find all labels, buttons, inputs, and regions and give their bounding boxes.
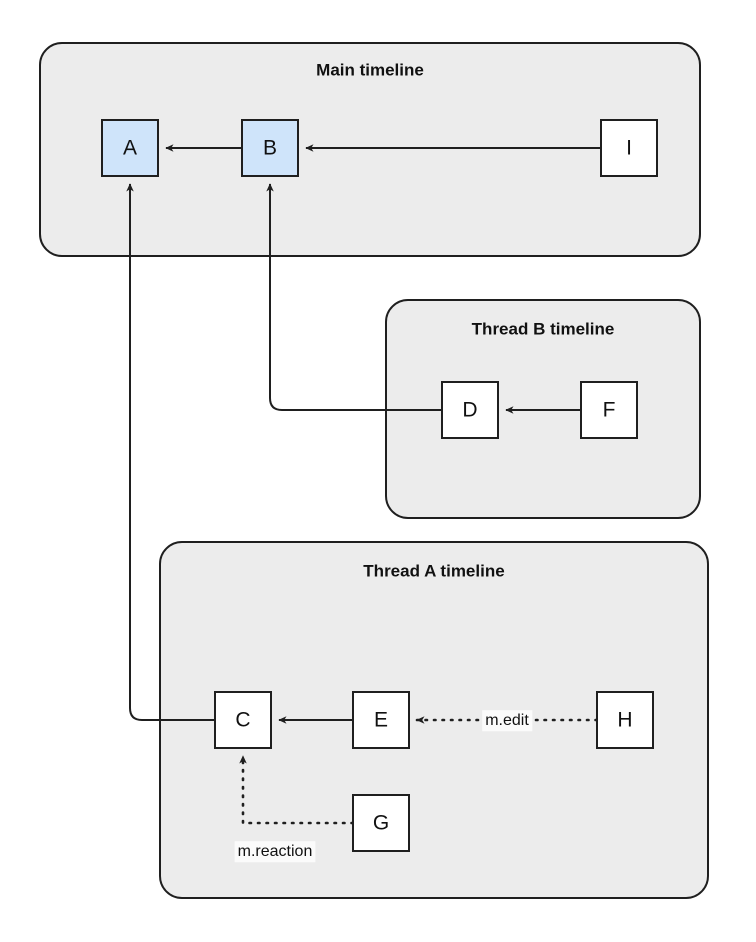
container-title-threadB: Thread B timeline [472,319,615,338]
container-body-main [39,42,701,257]
node-box-A [101,119,159,177]
node-label-A: A [123,137,137,160]
container-title-threadA: Thread A timeline [363,561,504,580]
node-box-G [352,794,410,852]
edge-label-halo-m-edit [482,710,533,732]
node-box-I [600,119,658,177]
node-box-C [214,691,272,749]
node-box-D [441,381,499,439]
event-node-I[interactable]: I [600,119,658,177]
edge-label-m-edit: m.edit [482,710,533,732]
node-box-F [580,381,638,439]
edge-D-to-B [266,183,442,411]
edge-label-text-m-edit: m.edit [485,712,529,729]
container-title-main: Main timeline [316,60,424,79]
event-node-D[interactable]: D [441,381,499,439]
node-label-I: I [626,137,632,160]
timeline-container-main: Main timeline [39,42,701,257]
edge-labels-layer: m.edit m.reaction [234,710,533,863]
event-node-G[interactable]: G [352,794,410,852]
event-node-H[interactable]: H [596,691,654,749]
node-label-D: D [462,399,477,422]
edge-C-to-A [126,183,215,721]
node-label-B: B [263,137,277,160]
node-label-E: E [374,709,388,732]
edge-G-to-C [239,754,355,825]
event-node-C[interactable]: C [214,691,272,749]
node-box-E [352,691,410,749]
node-label-F: F [603,399,616,422]
node-label-C: C [235,709,250,732]
event-node-B[interactable]: B [241,119,299,177]
nodes-layer: A B I D F C E H G [101,119,658,852]
event-node-F[interactable]: F [580,381,638,439]
edge-label-m-reaction: m.reaction [234,841,316,863]
edge-label-text-m-reaction: m.reaction [238,843,313,860]
event-node-A[interactable]: A [101,119,159,177]
edges-layer [126,144,601,825]
node-label-G: G [373,812,389,835]
node-box-H [596,691,654,749]
event-node-E[interactable]: E [352,691,410,749]
edge-label-halo-m-reaction [234,841,316,863]
node-label-H: H [617,709,632,732]
node-box-B [241,119,299,177]
